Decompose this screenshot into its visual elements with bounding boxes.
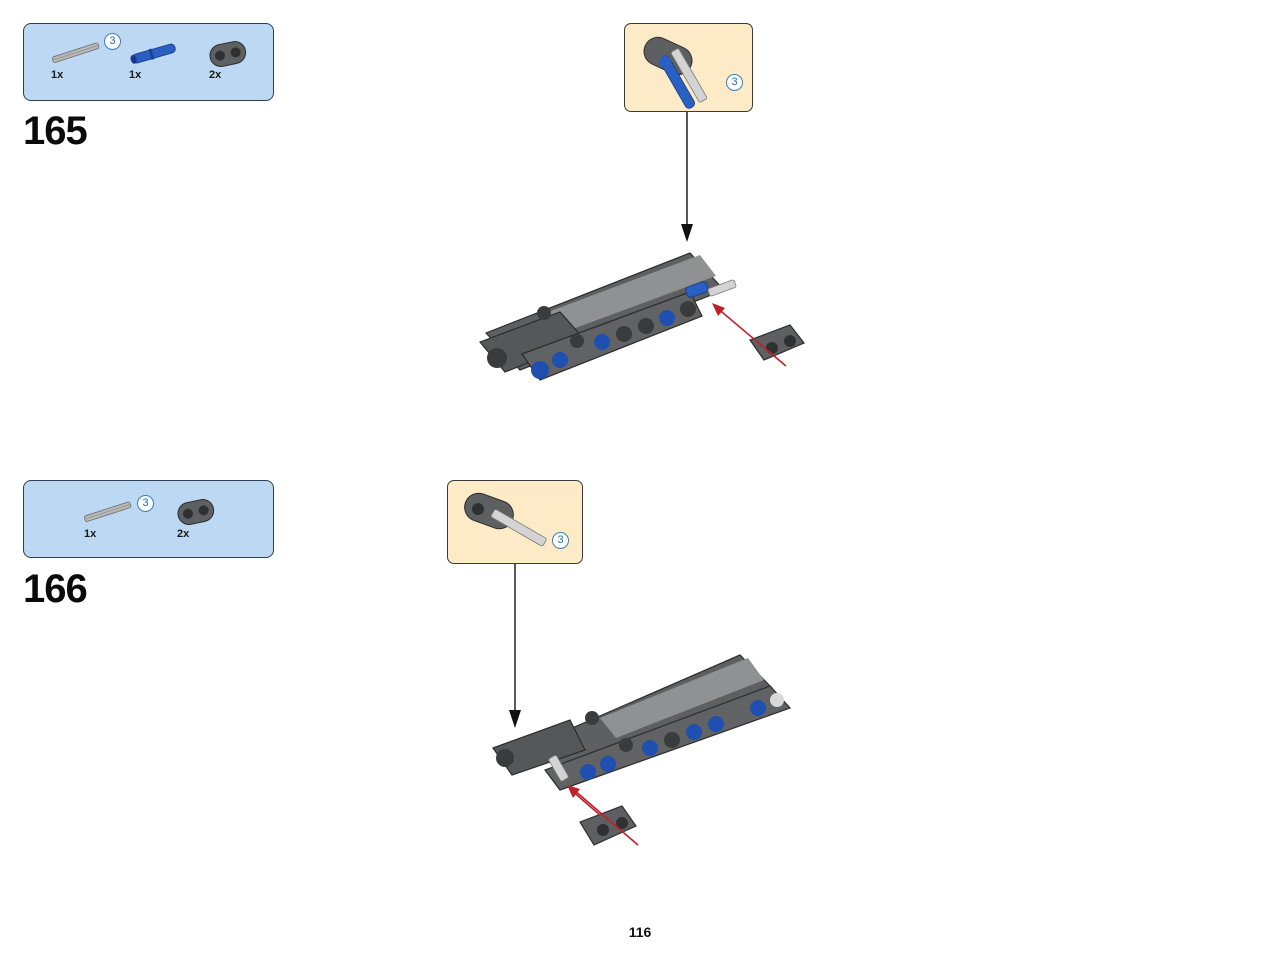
incoming-beam-165 <box>749 324 805 361</box>
subassembly-callout-step-165: 3 <box>624 23 753 112</box>
beam-axle-pin-subassembly-icon <box>643 36 708 109</box>
part-quantity: 1x <box>129 69 142 81</box>
part-quantity: 1x <box>84 528 97 540</box>
page-number: 116 <box>628 924 652 940</box>
beam-2-icon <box>209 41 247 67</box>
insert-arrowhead <box>712 303 725 316</box>
insert-arrowhead <box>567 785 580 798</box>
step-number: 166 <box>23 567 88 611</box>
step-number: 165 <box>23 109 88 153</box>
beam-axle-subassembly-icon <box>464 492 547 547</box>
blue-pin-icon <box>130 43 176 64</box>
axle-length-badge: 3 <box>726 74 743 91</box>
insert-arrow <box>573 789 639 846</box>
gray-axle-icon <box>52 42 100 63</box>
parts-list-step-166: 3 1x 2x <box>23 480 274 558</box>
part-quantity: 2x <box>209 69 222 81</box>
part-quantity: 1x <box>51 69 64 81</box>
axle-length-badge: 3 <box>552 532 569 549</box>
incoming-beam-166 <box>579 805 637 846</box>
beam-2-icon <box>177 499 215 525</box>
axle-length-badge: 3 <box>137 495 154 512</box>
callout-arrowhead <box>509 710 521 728</box>
beam-assembly-166 <box>492 654 792 791</box>
subassembly-callout-step-166: 3 <box>447 480 583 564</box>
insert-arrow <box>715 306 787 367</box>
part-quantity: 2x <box>177 528 190 540</box>
gray-axle-icon <box>84 501 132 522</box>
parts-list-step-165: 3 1x 1x 2x <box>23 23 274 101</box>
callout-arrowhead <box>681 224 693 242</box>
beam-assembly-165 <box>478 252 737 381</box>
axle-length-badge: 3 <box>104 33 121 50</box>
